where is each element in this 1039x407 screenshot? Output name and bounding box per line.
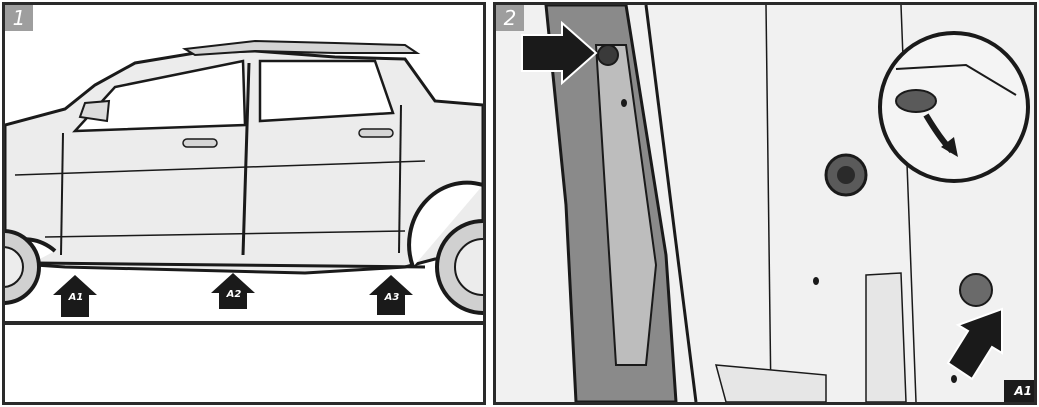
marker-label-a3: A3 bbox=[384, 292, 400, 303]
door-interior-illustration bbox=[496, 5, 1034, 402]
panel-number: 1 bbox=[5, 5, 33, 31]
marker-label-a1: A1 bbox=[68, 292, 84, 303]
marker-label-a2: A2 bbox=[226, 289, 242, 300]
panel-1: 1 A1 bbox=[2, 2, 486, 405]
corner-label: A1 bbox=[1004, 380, 1034, 402]
panel-2: 2 A1 bbox=[493, 2, 1037, 405]
truck-side-illustration: A1 A2 A3 bbox=[5, 5, 483, 402]
panel-number: 2 bbox=[496, 5, 524, 31]
